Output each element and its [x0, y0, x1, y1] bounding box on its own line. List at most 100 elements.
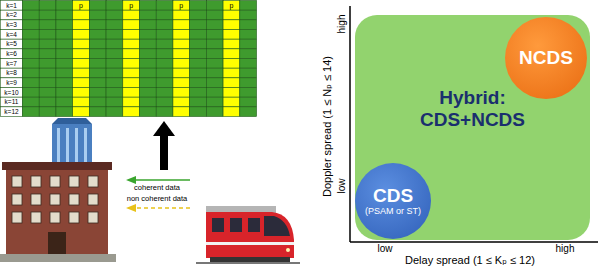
grid-cell	[140, 1, 157, 11]
building-illustration	[52, 118, 92, 124]
grid-cell	[206, 49, 223, 59]
grid-cell	[206, 78, 223, 88]
grid-cell	[73, 20, 90, 30]
grid-cell	[89, 68, 106, 78]
row-label: k=8	[1, 68, 22, 78]
grid-cell	[1, 88, 23, 98]
building-window	[50, 176, 60, 187]
grid-cell	[106, 20, 123, 30]
grid-cell	[23, 78, 40, 88]
grid-cell	[140, 78, 157, 88]
grid-cell	[23, 10, 40, 20]
grid-cell	[240, 30, 257, 40]
row-label: k=4	[1, 30, 22, 40]
grid-cell	[1, 1, 23, 11]
grid-cell	[123, 39, 140, 49]
grid-cell	[56, 30, 73, 40]
grid-cell	[1, 20, 23, 30]
grid-cell	[23, 59, 40, 69]
grid-cell	[190, 49, 207, 59]
grid-cell	[223, 39, 240, 49]
grid-cell	[73, 68, 90, 78]
grid-cell	[156, 10, 173, 20]
axis-label: high	[336, 4, 348, 44]
grid-cell	[39, 1, 56, 11]
grid-cell	[206, 1, 223, 11]
grid-cell	[39, 39, 56, 49]
building-illustration	[0, 118, 116, 262]
grid-cell	[156, 39, 173, 49]
grid-cell	[89, 30, 106, 40]
pilot-label: p	[123, 1, 140, 11]
grid-cell	[89, 20, 106, 30]
grid-cell	[106, 107, 123, 117]
train-illustration	[196, 206, 300, 264]
grid-cell	[123, 59, 140, 69]
grid-cell	[123, 88, 140, 98]
grid-cell	[89, 97, 106, 107]
grid-cell	[173, 78, 190, 88]
grid-cell	[39, 88, 56, 98]
grid-cell	[190, 97, 207, 107]
node-label: CDS	[373, 186, 413, 207]
grid-cell	[240, 20, 257, 30]
grid-cell	[240, 97, 257, 107]
category-circle: CDS(PSAM or ST)	[355, 163, 431, 239]
grid-cell	[140, 68, 157, 78]
grid-cell	[23, 107, 40, 117]
grid-cell	[140, 20, 157, 30]
grid-cell	[173, 88, 190, 98]
grid-cell	[56, 59, 73, 69]
grid-cell	[73, 39, 90, 49]
grid-cell	[106, 59, 123, 69]
grid-cell	[106, 49, 123, 59]
grid-cell	[223, 68, 240, 78]
grid-cell	[156, 20, 173, 30]
grid-cell	[156, 30, 173, 40]
grid-cell	[106, 39, 123, 49]
grid-cell	[223, 59, 240, 69]
grid-cell	[240, 10, 257, 20]
node-label: NCDS	[519, 47, 573, 69]
axis-label: Delay spread (1 ≤ Kₚ ≤ 12)	[370, 254, 570, 267]
building-illustration	[2, 162, 112, 170]
grid-cell	[23, 49, 40, 59]
grid-cell	[106, 10, 123, 20]
grid-cell	[223, 49, 240, 59]
grid-cell	[73, 97, 90, 107]
grid-cell	[240, 1, 257, 11]
coherent-arrow	[126, 176, 136, 184]
grid-cell	[140, 30, 157, 40]
grid-cell	[23, 1, 40, 11]
grid-cell	[73, 49, 90, 59]
grid-cell	[240, 78, 257, 88]
grid-cell	[1, 78, 23, 88]
grid-cell	[156, 68, 173, 78]
train-illustration	[264, 216, 290, 236]
grid-cell	[173, 1, 190, 11]
train-illustration	[286, 248, 290, 252]
train-illustration	[206, 242, 294, 245]
grid-cell	[106, 1, 123, 11]
grid-cell	[1, 107, 23, 117]
grid-cell	[23, 20, 40, 30]
grid-cell	[89, 78, 106, 88]
train-illustration	[206, 212, 294, 258]
grid-cell	[140, 107, 157, 117]
train-illustration	[212, 218, 224, 232]
grid-cell	[89, 10, 106, 20]
grid-cell	[240, 107, 257, 117]
grid-cell	[190, 39, 207, 49]
grid-cell	[156, 97, 173, 107]
grid-cell	[56, 10, 73, 20]
grid-cell	[156, 1, 173, 11]
grid-cell	[206, 88, 223, 98]
grid-cell	[190, 10, 207, 20]
grid-cell	[89, 49, 106, 59]
axis-label: high	[545, 243, 585, 255]
grid-cell	[73, 59, 90, 69]
row-label: k=5	[1, 39, 22, 49]
building-window	[50, 212, 60, 223]
grid-cell	[1, 59, 23, 69]
grid-cell	[73, 78, 90, 88]
